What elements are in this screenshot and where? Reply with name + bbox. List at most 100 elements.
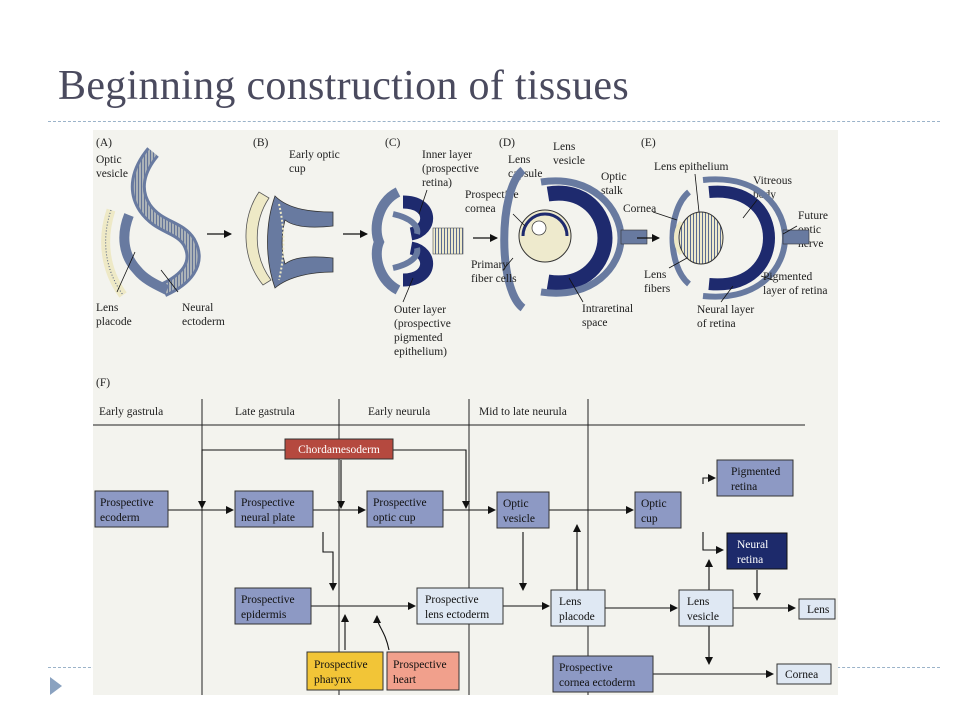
panel-b-tissue: [245, 191, 334, 289]
panel-d-tissue: [500, 166, 648, 312]
svg-text:heart: heart: [393, 674, 417, 686]
svg-text:vesicle: vesicle: [503, 513, 535, 525]
leader-lens-fibers: [668, 257, 688, 269]
svg-text:Optic: Optic: [503, 498, 529, 510]
leader-neural-layer: [720, 285, 734, 303]
box-lens-vesicle: Lens vesicle: [678, 589, 734, 627]
svg-text:Prospective: Prospective: [425, 594, 479, 606]
svg-text:Pigmented: Pigmented: [731, 466, 780, 478]
svg-text:cornea ectoderm: cornea ectoderm: [559, 677, 635, 689]
label-lens-epithelium: Lens epithelium: [654, 161, 728, 173]
label-optic-stalk: Optic stalk: [601, 171, 629, 197]
svg-text:optic cup: optic cup: [373, 512, 416, 524]
svg-text:Neural: Neural: [737, 539, 768, 551]
svg-text:placode: placode: [559, 611, 595, 623]
label-lens-vesicle: Lens vesicle: [553, 141, 585, 167]
leader-lens-placode: [116, 251, 136, 293]
label-optic-vesicle: Optic vesicle: [96, 154, 128, 180]
leader-pigmented-layer: [760, 275, 774, 281]
box-neural-retina: Neural retina: [726, 532, 788, 570]
stage-early-neurula: Early neurula: [368, 406, 430, 418]
label-neural-ectoderm: Neural ectoderm: [182, 302, 225, 328]
panel-f-label: (F): [96, 377, 110, 389]
box-prospective-neural-plate: Prospective neural plate: [234, 490, 314, 528]
leader-prospective-cornea: [512, 213, 526, 227]
label-neural-layer: Neural layer of retina: [697, 304, 757, 330]
box-prospective-ecoderm: Prospective ecoderm: [94, 490, 169, 528]
svg-text:Prospective: Prospective: [373, 497, 427, 509]
panel-d-label: (D): [499, 137, 515, 149]
label-primary-fiber-cells: Primary fiber cells: [471, 259, 517, 285]
box-prospective-optic-cup: Prospective optic cup: [366, 490, 444, 528]
label-intraretinal-space: Intraretinal space: [582, 303, 636, 329]
panel-e-label: (E): [641, 137, 656, 149]
svg-text:neural plate: neural plate: [241, 512, 295, 524]
box-prospective-pharynx: Prospective pharynx: [306, 651, 384, 691]
stage-mid-late-neurula: Mid to late neurula: [479, 406, 567, 418]
svg-text:Prospective: Prospective: [241, 594, 295, 606]
box-lens-placode: Lens placode: [550, 589, 606, 627]
svg-text:Prospective: Prospective: [393, 659, 447, 671]
svg-text:pharynx: pharynx: [314, 674, 352, 686]
title-divider: [48, 121, 940, 122]
bullet-arrow-icon: [50, 677, 62, 695]
svg-text:vesicle: vesicle: [687, 611, 719, 623]
leader-primary-fiber: [502, 257, 514, 271]
leader-optic-nerve: [782, 225, 798, 235]
panel-c-tissue: [371, 187, 464, 295]
svg-text:Optic: Optic: [641, 498, 667, 510]
label-inner-layer: Inner layer (prospective retina): [422, 149, 482, 189]
box-prospective-heart: Prospective heart: [386, 651, 460, 691]
stage-late-gastrula: Late gastrula: [235, 406, 295, 418]
svg-text:retina: retina: [737, 554, 763, 566]
svg-text:cup: cup: [641, 513, 658, 525]
label-lens-placode: Lens placode: [96, 302, 132, 328]
label-outer-layer: Outer layer (prospective pigmented epith…: [394, 304, 454, 358]
panel-c-label: (C): [385, 137, 401, 149]
box-lens: Lens: [798, 598, 836, 620]
box-chordamesoderm: Chordamesoderm: [284, 438, 394, 460]
stage-dividers: [93, 399, 805, 695]
svg-text:lens ectoderm: lens ectoderm: [425, 609, 489, 621]
leader-neural-ectoderm: [160, 269, 179, 293]
box-prospective-lens-ectoderm: Prospective lens ectoderm: [416, 587, 504, 625]
panel-e-tissue: [669, 176, 810, 300]
flow-arrows: [168, 449, 796, 678]
svg-text:Prospective: Prospective: [314, 659, 368, 671]
figure-svg: (A) Optic vesicle Lens placode Neural ec…: [93, 137, 836, 695]
box-optic-cup: Optic cup: [634, 491, 682, 529]
eye-development-figure: (A) Optic vesicle Lens placode Neural ec…: [93, 130, 838, 695]
svg-text:Prospective: Prospective: [559, 662, 613, 674]
svg-text:epidermis: epidermis: [241, 609, 287, 621]
label-cornea: Cornea: [623, 203, 656, 215]
leader-lens-epithelium: [694, 173, 700, 213]
svg-text:ecoderm: ecoderm: [100, 512, 140, 524]
panel-a-label: (A): [96, 137, 112, 149]
label-future-optic-nerve: Future optic nerve: [798, 210, 831, 250]
svg-text:Cornea: Cornea: [785, 669, 818, 681]
leader-vitreous: [742, 199, 758, 219]
svg-text:Chordamesoderm: Chordamesoderm: [298, 444, 380, 456]
leader-intraretinal: [568, 277, 584, 303]
leader-inner-layer: [418, 189, 428, 215]
svg-text:Prospective: Prospective: [100, 497, 154, 509]
panel-a-tissue: [101, 147, 201, 298]
label-pigmented-layer: Pigmented layer of retina: [763, 271, 828, 297]
leader-outer-layer: [402, 277, 414, 303]
svg-text:Lens: Lens: [687, 596, 710, 608]
svg-text:Lens: Lens: [807, 604, 830, 616]
box-pigmented-retina: Pigmented retina: [716, 459, 794, 497]
stage-early-gastrula: Early gastrula: [99, 406, 163, 418]
svg-text:retina: retina: [731, 481, 757, 493]
box-prospective-cornea-ectoderm: Prospective cornea ectoderm: [552, 655, 654, 693]
svg-text:Prospective: Prospective: [241, 497, 295, 509]
leader-cornea: [652, 211, 678, 221]
box-cornea: Cornea: [776, 663, 832, 685]
svg-text:Lens: Lens: [559, 596, 582, 608]
panel-b-label: (B): [253, 137, 269, 149]
label-lens-fibers: Lens fibers: [644, 269, 671, 295]
box-optic-vesicle: Optic vesicle: [496, 491, 550, 529]
box-prospective-epidermis: Prospective epidermis: [234, 587, 312, 625]
label-early-optic-cup: Early optic cup: [289, 149, 343, 175]
slide-title: Beginning construction of tissues: [58, 63, 630, 109]
